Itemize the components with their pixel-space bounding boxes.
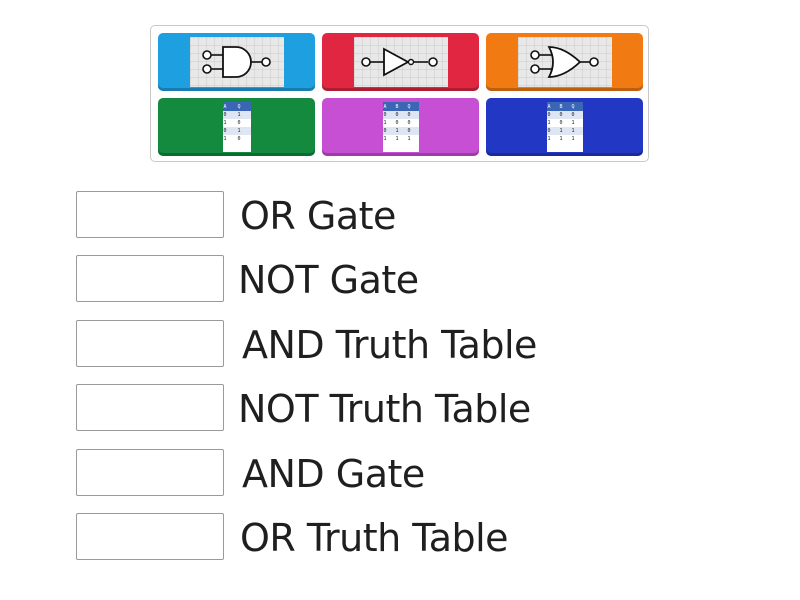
and-gate-icon — [201, 46, 271, 78]
not-gate-image — [353, 37, 448, 87]
and-gate-tile[interactable] — [158, 33, 315, 91]
answer-row-or-gate: OR Gate — [76, 191, 476, 240]
answer-label: OR Gate — [240, 193, 396, 238]
or-gate-tile[interactable] — [486, 33, 643, 91]
answer-row-not-gate: NOT Gate — [76, 255, 476, 304]
not-gate-icon — [360, 47, 438, 77]
answer-row-and-gate: AND Gate — [76, 449, 476, 498]
answer-label: NOT Truth Table — [238, 386, 531, 431]
answer-label: AND Truth Table — [242, 322, 537, 367]
drop-zone[interactable] — [76, 320, 224, 367]
and-gate-image — [189, 37, 284, 87]
drop-zone[interactable] — [76, 449, 224, 496]
answer-row-not-truth-table: NOT Truth Table — [76, 384, 636, 433]
answer-label: OR Truth Table — [240, 515, 509, 560]
answer-label: AND Gate — [242, 451, 425, 496]
drop-zone[interactable] — [76, 255, 224, 302]
drop-zone[interactable] — [76, 384, 224, 431]
answer-label: NOT Gate — [238, 257, 419, 302]
answer-row-and-truth-table: AND Truth Table — [76, 320, 636, 369]
or-gate-image — [517, 37, 612, 87]
or-gate-icon — [529, 46, 599, 78]
answer-row-or-truth-table: OR Truth Table — [76, 513, 636, 562]
drop-zone[interactable] — [76, 191, 224, 238]
not-gate-tile[interactable] — [322, 33, 479, 91]
drop-zone[interactable] — [76, 513, 224, 560]
